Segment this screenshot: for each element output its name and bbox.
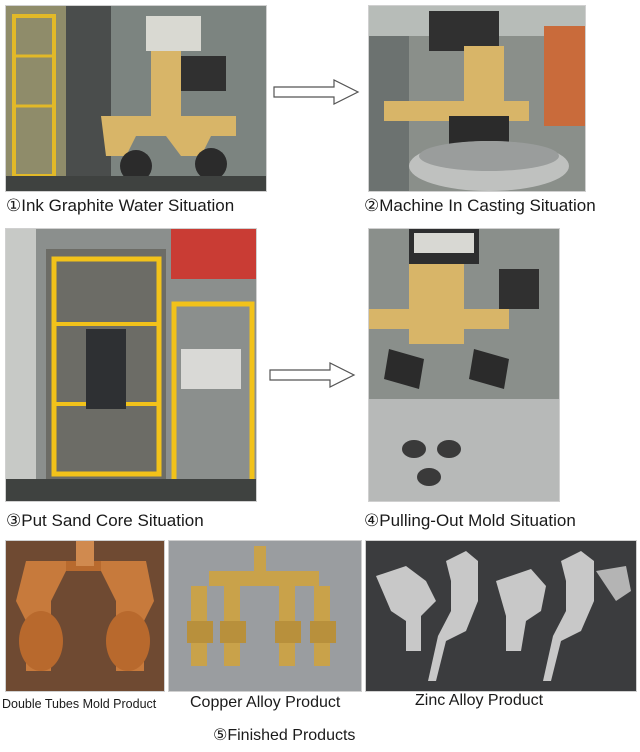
caption-step-4: ④Pulling-Out Mold Situation (364, 511, 576, 531)
photo-pulling-out-mold (368, 228, 560, 502)
caption-finished-products: ⑤Finished Products (213, 725, 356, 744)
photo-machine-in-casting (368, 5, 586, 192)
photo-put-sand-core (5, 228, 257, 502)
arrow-right-icon (273, 79, 360, 105)
arrow-right-icon (269, 362, 356, 388)
photo-double-tubes-mold-product (5, 540, 165, 692)
photo-zinc-alloy-product (365, 540, 637, 692)
caption-copper-alloy-product: Copper Alloy Product (190, 694, 341, 711)
caption-double-tubes-mold-product: Double Tubes Mold Product (2, 697, 157, 711)
caption-step-3: ③Put Sand Core Situation (6, 511, 204, 531)
caption-step-1: ①Ink Graphite Water Situation (6, 196, 235, 216)
photo-copper-alloy-product (168, 540, 362, 692)
caption-step-2: ②Machine In Casting Situation (364, 196, 596, 216)
photo-ink-graphite-water (5, 5, 267, 192)
caption-zinc-alloy-product: Zinc Alloy Product (415, 692, 544, 709)
